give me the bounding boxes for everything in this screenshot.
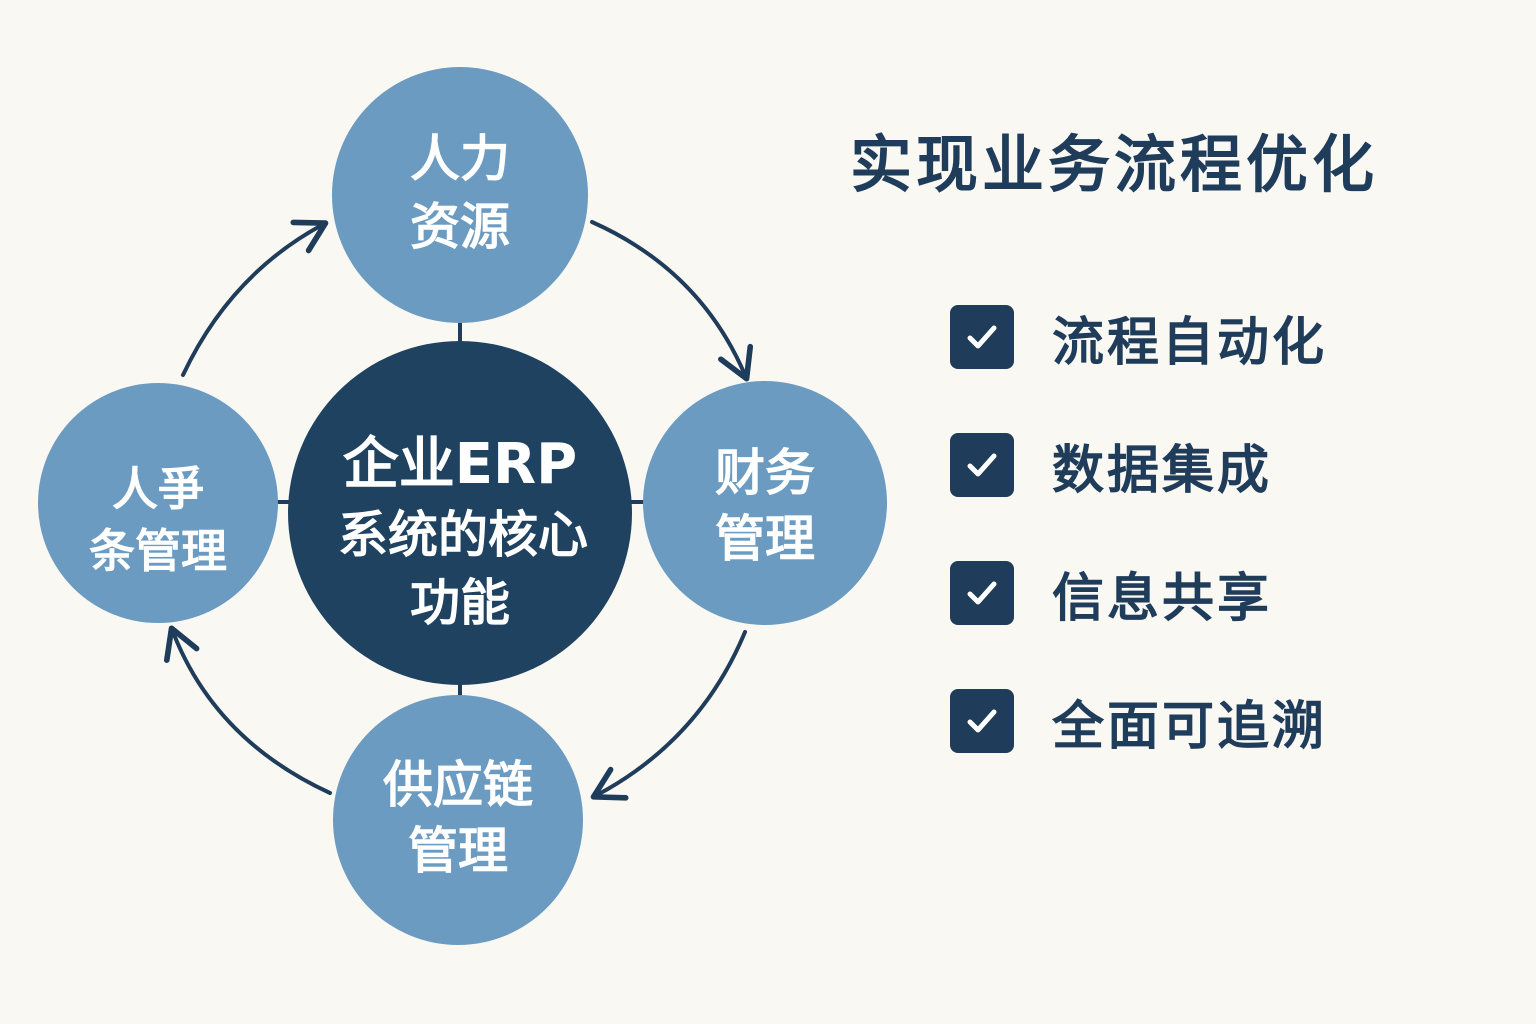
benefit-list: 流程自动化 数据集成 信息共享 全面可追溯	[950, 305, 1327, 817]
center-label-line1: 企业ERP	[343, 432, 577, 497]
benefit-label: 信息共享	[1052, 568, 1273, 629]
check-icon	[950, 433, 1014, 497]
node-finance-label-line1: 财务	[715, 444, 815, 502]
node-supply-chain-label-line1: 供应链	[383, 756, 533, 814]
node-personnel-label-line2: 条管理	[89, 524, 227, 578]
benefit-label: 流程自动化	[1052, 312, 1328, 373]
benefits-panel: 实现业务流程优化 流程自动化 数据集成 信息共享 全面可追溯	[850, 120, 1470, 757]
node-supply-chain: 供应链 管理	[333, 695, 583, 945]
node-supply-chain-circle	[333, 695, 583, 945]
node-supply-chain-label-line2: 管理	[408, 822, 508, 880]
node-hr: 人力 资源	[332, 67, 588, 323]
arrow-top-to-right	[590, 220, 754, 382]
node-hr-label-line2: 资源	[410, 198, 510, 256]
benefit-label: 数据集成	[1052, 440, 1273, 501]
benefit-item-info-sharing: 信息共享	[950, 561, 1327, 629]
node-finance-circle	[643, 381, 887, 625]
node-personnel-label-line1: 人爭	[112, 462, 204, 516]
benefit-item-automation: 流程自动化	[950, 305, 1327, 373]
node-center: 企业ERP 系统的核心 功能	[288, 341, 632, 685]
benefit-item-traceability: 全面可追溯	[950, 689, 1327, 757]
benefit-item-data-integration: 数据集成	[950, 433, 1327, 501]
check-icon	[950, 305, 1014, 369]
center-label-line3: 功能	[410, 574, 510, 632]
node-hr-label-line1: 人力	[410, 130, 510, 188]
arrow-right-to-bottom	[590, 630, 747, 801]
check-icon	[950, 689, 1014, 753]
node-personnel-circle	[38, 383, 278, 623]
panel-title: 实现业务流程优化	[850, 128, 1379, 201]
arrow-left-to-top	[181, 219, 329, 377]
center-label-line2: 系统的核心	[338, 506, 588, 564]
node-finance: 财务 管理	[643, 381, 887, 625]
cycle-arrows	[163, 219, 754, 801]
benefit-label: 全面可追溯	[1052, 696, 1328, 757]
node-personnel: 人爭 条管理	[38, 383, 278, 623]
arrow-bottom-to-left	[163, 625, 332, 795]
check-icon	[950, 561, 1014, 625]
node-hr-circle	[332, 67, 588, 323]
node-finance-label-line2: 管理	[715, 510, 815, 568]
node-center-circle	[288, 341, 632, 685]
